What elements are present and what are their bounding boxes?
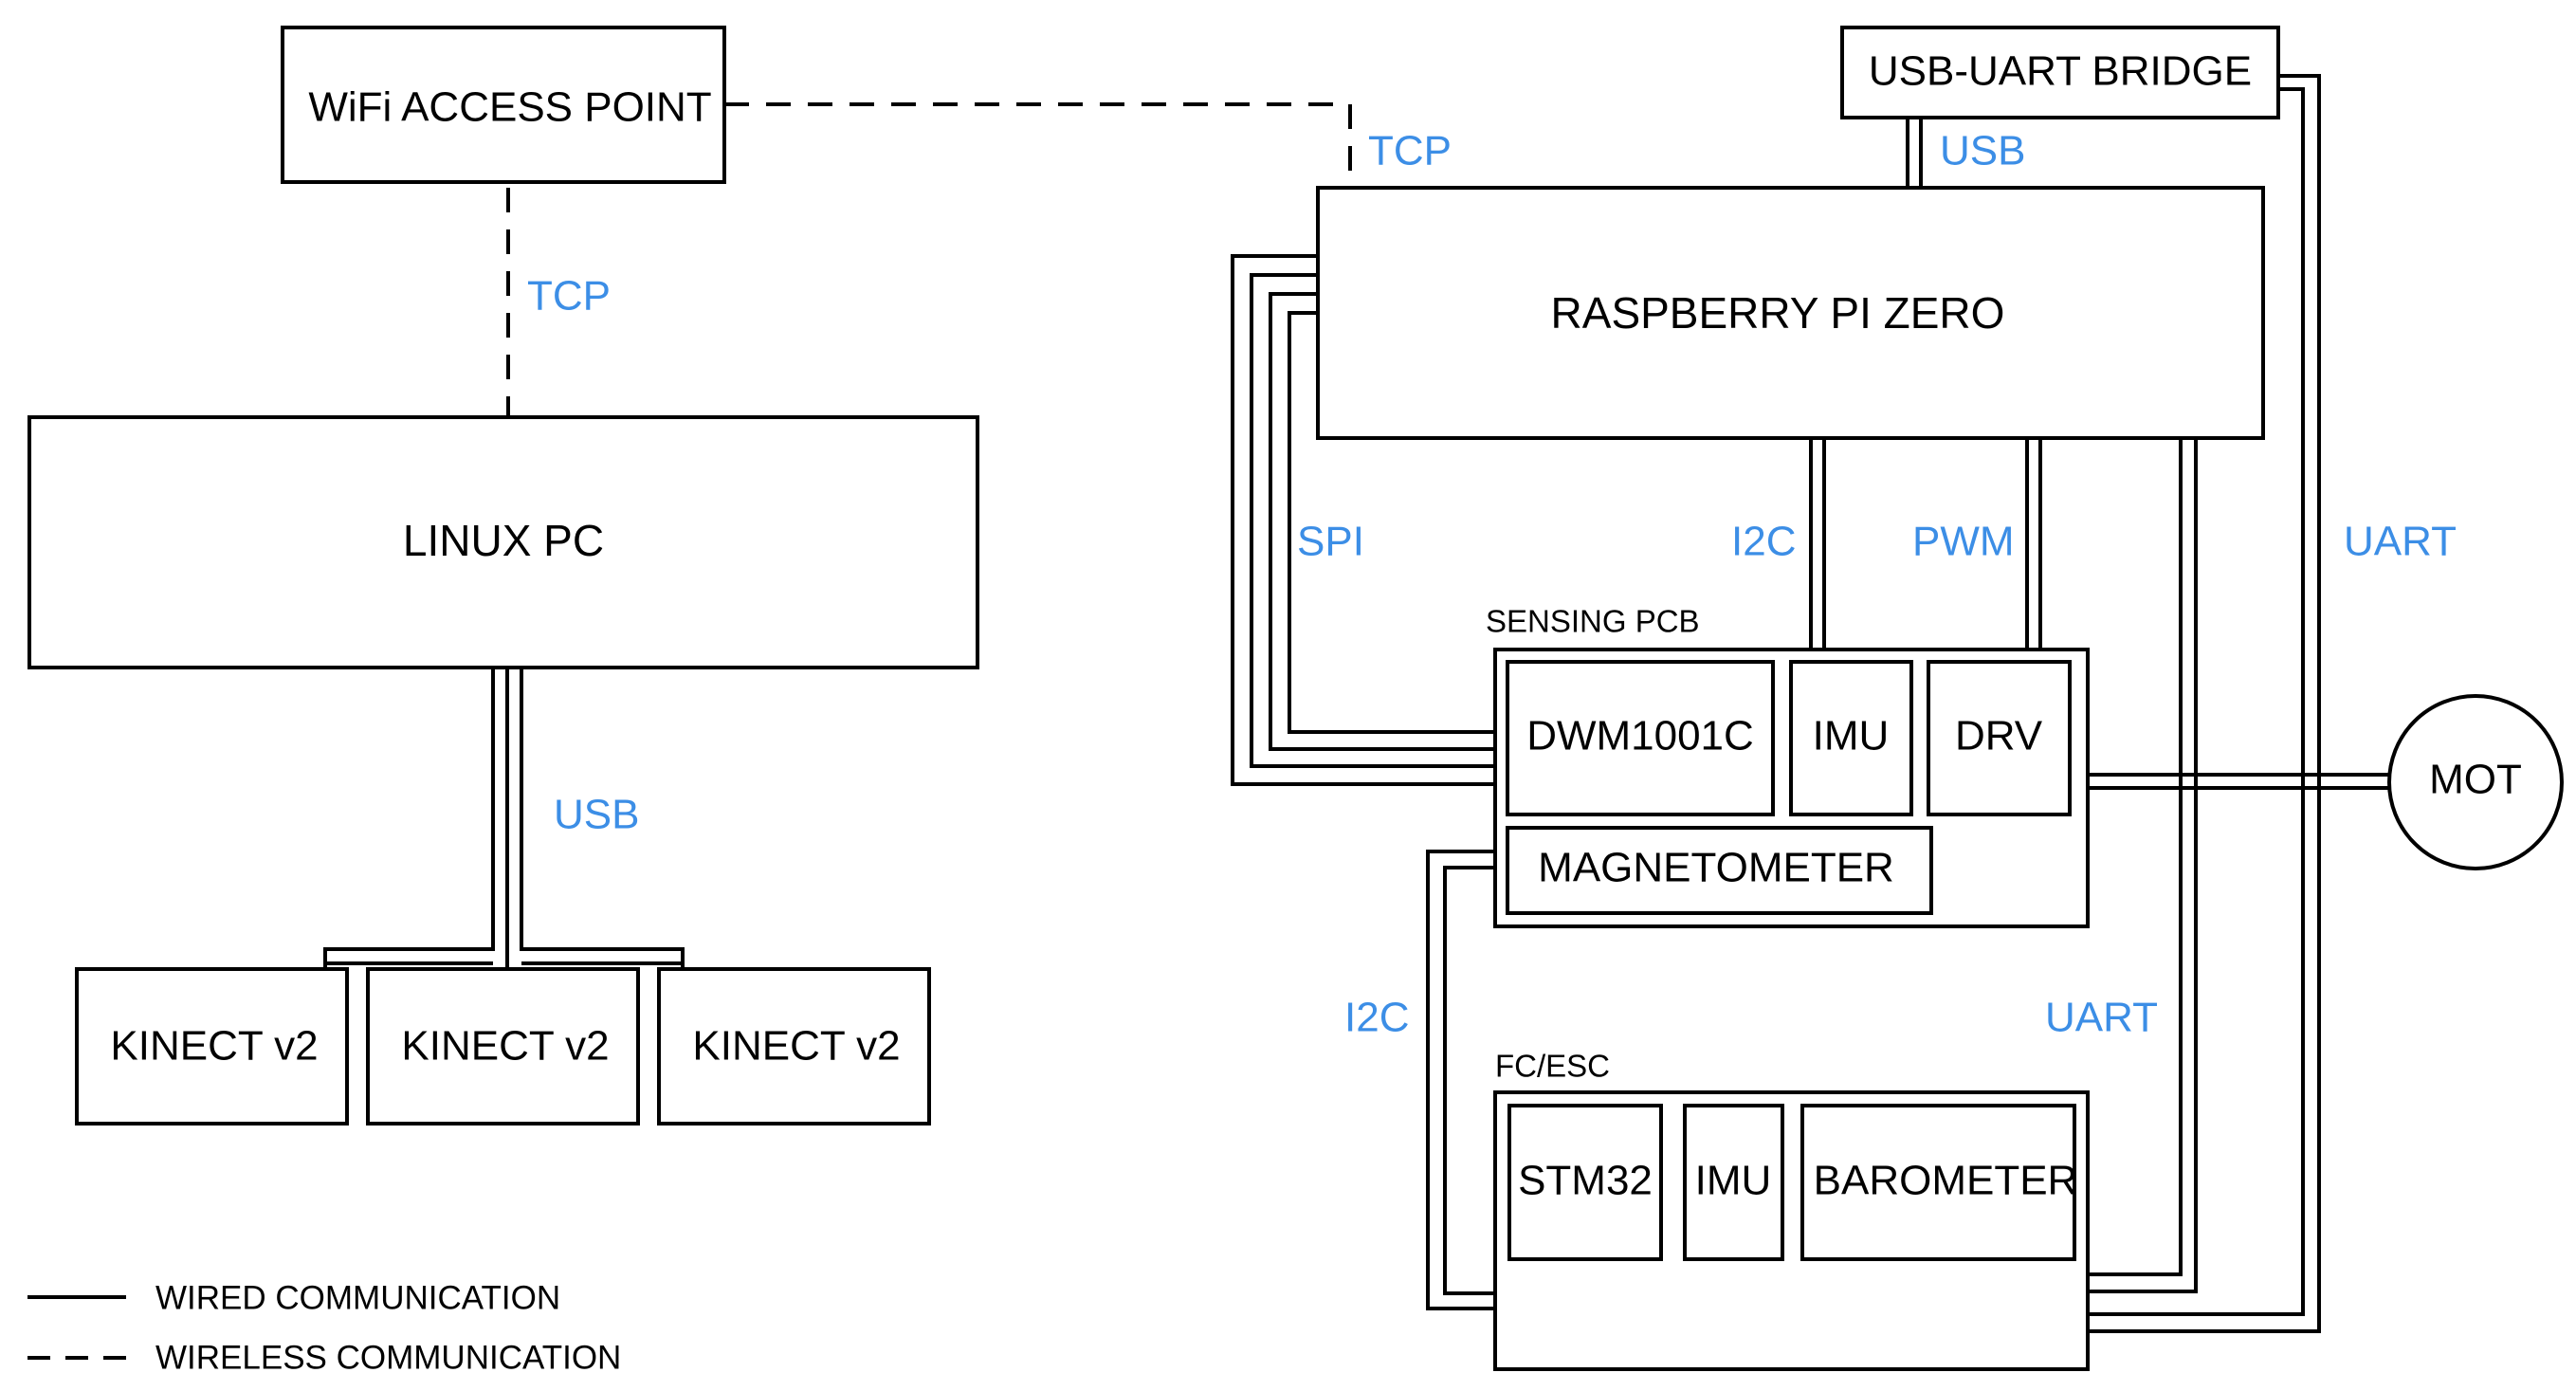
pi-to-drv-pwm-link — [2025, 438, 2042, 662]
kinect-2-box — [366, 967, 640, 1126]
kinect-2-label: KINECT v2 — [401, 1023, 609, 1070]
fc-imu-box — [1683, 1104, 1784, 1261]
magnetometer-i2c-protocol-label: I2C — [1344, 995, 1409, 1041]
pi-to-dwm-spi-link — [1231, 254, 1507, 786]
pi-to-fc-uart-link — [2086, 438, 2198, 1293]
kinect-3-box — [657, 967, 931, 1126]
sensing-imu-box — [1789, 660, 1913, 816]
linux-pc-box — [27, 415, 979, 669]
barometer-label: BAROMETER — [1814, 1158, 2078, 1204]
pi-pwm-protocol-label: PWM — [1912, 519, 2015, 565]
dwm1001c-box — [1506, 660, 1775, 816]
kinect-1-label: KINECT v2 — [110, 1023, 318, 1070]
magnetometer-label: MAGNETOMETER — [1538, 845, 1894, 891]
ap-to-pi-protocol-label: TCP — [1368, 128, 1452, 174]
pc-to-kinect-protocol-label: USB — [554, 792, 639, 838]
kinect-3-label: KINECT v2 — [692, 1023, 900, 1070]
sensing-pcb-label: SENSING PCB — [1486, 604, 1700, 639]
legend-wireless-label: WIRELESS COMMUNICATION — [155, 1339, 621, 1376]
pi-to-imu-i2c-link — [1809, 438, 1826, 662]
fc-esc-label: FC/ESC — [1495, 1049, 1610, 1084]
ap-to-pi-wireless-link — [724, 102, 1352, 188]
legend: WIRED COMMUNICATION WIRELESS COMMUNICATI… — [27, 1279, 621, 1376]
pi-i2c-protocol-label: I2C — [1731, 519, 1796, 565]
magnetometer-to-fc-i2c-link — [1426, 850, 1507, 1310]
stm32-label: STM32 — [1518, 1158, 1653, 1204]
pi-spi-protocol-label: SPI — [1297, 519, 1364, 565]
bridge-uart-protocol-label: UART — [2344, 519, 2457, 565]
raspberry-pi-zero-box — [1316, 186, 2265, 440]
bridge-to-pi-usb-link — [1906, 118, 1923, 188]
motor-circle — [2387, 694, 2564, 870]
kinect-1-box — [75, 967, 349, 1126]
stm32-box — [1507, 1104, 1663, 1261]
wifi-access-point-box — [281, 26, 726, 184]
motor-label: MOT — [2429, 757, 2522, 803]
pc-to-kinect-usb-link — [323, 668, 685, 969]
fc-imu-label: IMU — [1695, 1158, 1772, 1204]
pi-uart-fc-protocol-label: UART — [2045, 995, 2158, 1041]
raspberry-pi-zero-label: RASPBERRY PI ZERO — [1551, 288, 2005, 338]
drv-box — [1927, 660, 2072, 816]
usb-uart-bridge-label: USB-UART BRIDGE — [1869, 48, 2252, 95]
drv-to-mot-link — [2070, 773, 2389, 790]
magnetometer-box — [1506, 826, 1933, 915]
legend-wired-label: WIRED COMMUNICATION — [155, 1279, 560, 1316]
barometer-box — [1800, 1104, 2076, 1261]
ap-to-pc-protocol-label: TCP — [527, 273, 611, 320]
drv-label: DRV — [1955, 713, 2043, 760]
linux-pc-label: LINUX PC — [403, 516, 604, 565]
sensing-imu-label: IMU — [1813, 713, 1890, 760]
bridge-to-pi-protocol-label: USB — [1940, 128, 2025, 174]
bridge-to-fc-uart-link — [2086, 74, 2321, 1333]
wifi-access-point-label: WiFi ACCESS POINT — [308, 84, 711, 131]
usb-uart-bridge-box — [1840, 26, 2280, 119]
dwm1001c-label: DWM1001C — [1526, 713, 1754, 760]
